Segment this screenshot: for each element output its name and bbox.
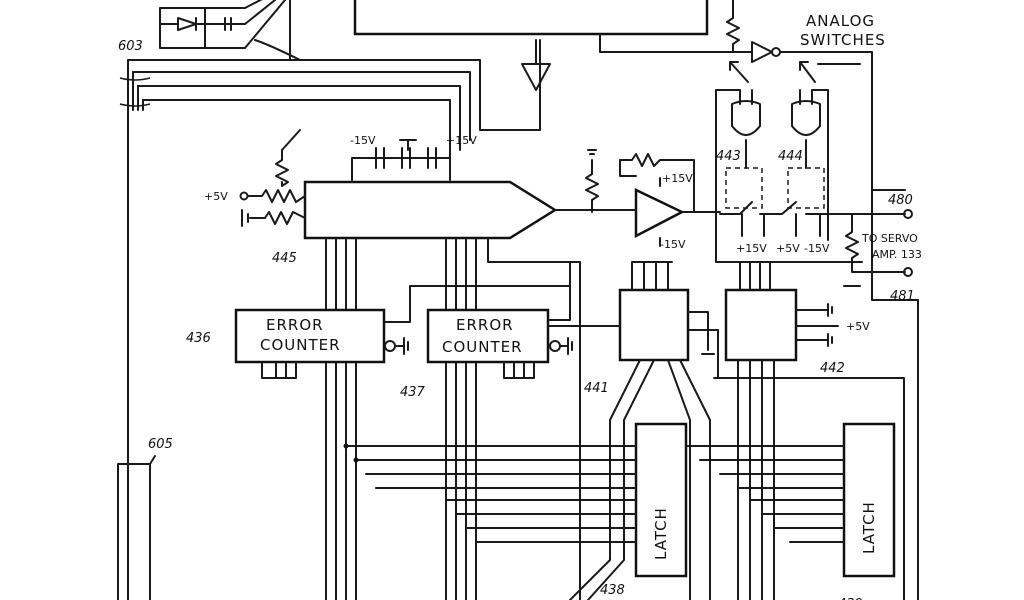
amp-label: AMP. 133 <box>872 248 922 261</box>
top-block <box>353 0 709 36</box>
error-counter-436-line2: COUNTER <box>260 336 341 354</box>
summing-block-445 <box>239 129 558 240</box>
to-servo-label: TO SERVO <box>861 232 918 245</box>
right-rail <box>715 189 919 600</box>
bus-445-feedback <box>487 237 581 600</box>
servo-output <box>843 189 913 287</box>
switch-box-444 <box>787 167 825 209</box>
ref-437: 437 <box>400 385 426 400</box>
input-plus5v: +5V <box>204 190 228 203</box>
latch-438-label: LATCH <box>652 507 670 560</box>
arrow-left <box>729 61 749 83</box>
or-gate-443 <box>715 89 761 241</box>
ref-444: 444 <box>778 149 803 164</box>
error-counter-436-box <box>234 285 571 379</box>
analog-label: ANALOG <box>806 12 875 30</box>
supply-rail <box>351 139 451 181</box>
switch-minus15v: -15V <box>804 242 830 255</box>
latch-439-label: LATCH <box>860 501 878 554</box>
line-605 <box>117 455 156 600</box>
ref-438: 438 <box>600 583 625 598</box>
error-counter-437-box <box>426 308 573 379</box>
latch-439-inputs <box>685 445 845 543</box>
ref-603: 603 <box>118 39 143 54</box>
diode-network <box>159 0 286 49</box>
switches-label: SWITCHES <box>800 31 886 49</box>
error-counter-436-line1: ERROR <box>266 316 324 334</box>
switch-supplies <box>741 213 821 237</box>
amplifier <box>554 149 721 247</box>
bus-445-left <box>325 237 357 600</box>
ref-442: 442 <box>820 361 845 376</box>
amp-plus15v: +15V <box>662 172 693 185</box>
ref-436: 436 <box>186 331 211 346</box>
or-gate-444 <box>791 89 829 241</box>
ref-441: 441 <box>584 381 609 396</box>
latch-438-box <box>634 422 688 578</box>
buffer-triangle <box>521 39 551 91</box>
bus-441 <box>569 359 711 600</box>
error-counter-437-line1: ERROR <box>456 316 514 334</box>
arrow-right <box>799 61 816 83</box>
analog-switch-inverter <box>599 0 873 191</box>
switch-plus5v: +5V <box>776 242 800 255</box>
ref-481: 481 <box>890 289 915 304</box>
switch-box-443 <box>725 167 763 209</box>
ref-480: 480 <box>888 193 913 208</box>
block-441 <box>547 261 719 379</box>
ref-439: 439 <box>838 597 863 600</box>
latch-438-inputs <box>345 445 637 543</box>
switch-contacts <box>719 201 906 215</box>
bottom-rail <box>713 377 905 600</box>
ref-445: 445 <box>272 251 297 266</box>
amp-minus15v: -15V <box>660 238 686 251</box>
ref-605: 605 <box>148 437 173 452</box>
bus-442 <box>737 359 775 600</box>
block-442-plus5v: +5V <box>846 320 870 333</box>
block-442 <box>724 261 839 362</box>
rail-minus15v: -15V <box>350 134 376 147</box>
junction <box>353 457 359 463</box>
junction <box>343 443 349 449</box>
bus-603 <box>119 0 541 600</box>
error-counter-437-line2: COUNTER <box>442 338 523 356</box>
switch-plus15v: +15V <box>736 242 767 255</box>
ref-443: 443 <box>716 149 741 164</box>
rail-plus15v: +15V <box>446 134 477 147</box>
bus-445-right <box>445 237 477 600</box>
